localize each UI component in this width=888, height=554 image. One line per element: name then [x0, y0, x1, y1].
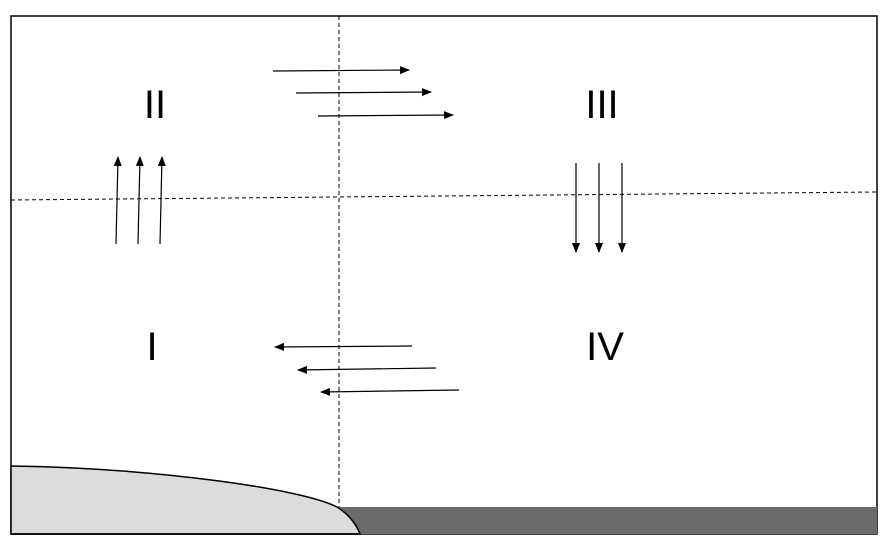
- leftward-arrow: [297, 365, 437, 374]
- rightward-arrow: [272, 66, 410, 75]
- diagram-frame: [10, 15, 878, 535]
- land-mass: [10, 465, 362, 535]
- upward-arrow: [157, 156, 166, 245]
- top-flow-arrows: [272, 66, 454, 120]
- quadrant-label-II: II: [144, 83, 166, 127]
- leftward-arrow: [274, 342, 413, 351]
- rightward-arrow: [295, 88, 432, 97]
- left-flow-arrows: [113, 156, 166, 245]
- upward-arrow: [135, 156, 144, 245]
- quadrant-label-III: III: [585, 83, 618, 127]
- horizontal-divider: [10, 191, 878, 201]
- upward-arrow: [113, 156, 122, 245]
- leftward-arrow: [320, 387, 460, 396]
- right-flow-arrows: [572, 163, 626, 253]
- quadrant-label-I: I: [146, 325, 157, 369]
- bottom-flow-arrows: [274, 342, 460, 396]
- sea-floor: [339, 507, 877, 534]
- rightward-arrow: [317, 111, 454, 120]
- quadrant-label-IV: IV: [586, 325, 624, 369]
